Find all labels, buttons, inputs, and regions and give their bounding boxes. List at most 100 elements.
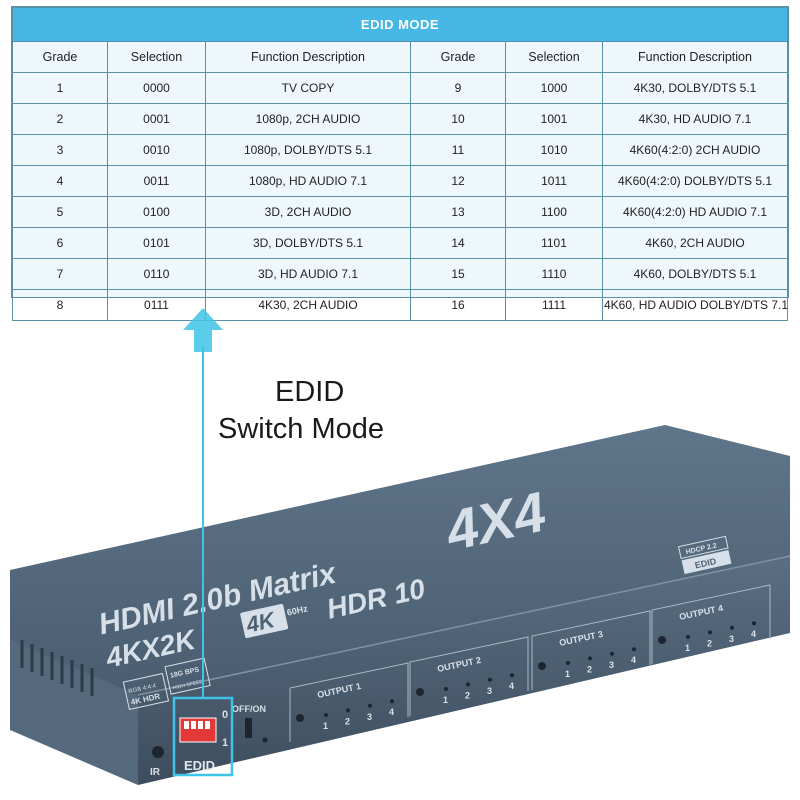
- input-number: 3: [609, 660, 614, 670]
- input-number: 3: [367, 712, 372, 722]
- table-cell: 3D, HD AUDIO 7.1: [205, 258, 411, 290]
- column-header: Function Description: [205, 41, 411, 73]
- table-cell: TV COPY: [205, 72, 411, 104]
- hdr-small-badge: [122, 672, 170, 711]
- table-cell: 7: [12, 258, 108, 290]
- caption-switch-mode: Switch Mode: [218, 413, 385, 445]
- table-cell: 0110: [107, 258, 206, 290]
- input-number: 1: [685, 643, 690, 653]
- table-cell: 0101: [107, 227, 206, 259]
- table-cell: 4K60, HD AUDIO DOLBY/DTS 7.1: [602, 289, 788, 321]
- column-header: Selection: [505, 41, 603, 73]
- output-select-button[interactable]: [658, 636, 666, 644]
- table-cell: 8: [12, 289, 108, 321]
- input-led-icon: [488, 677, 492, 682]
- input-number: 1: [323, 721, 328, 731]
- column-header: Grade: [12, 41, 108, 73]
- table-cell: 6: [12, 227, 108, 259]
- input-led-icon: [752, 621, 756, 626]
- input-led-icon: [730, 625, 734, 630]
- switch-one-label: 1: [222, 737, 228, 749]
- table-cell: 0100: [107, 196, 206, 228]
- input-led-icon: [346, 708, 350, 713]
- output-select-button[interactable]: [538, 662, 546, 670]
- table-title: EDID MODE: [12, 7, 788, 42]
- table-cell: 1080p, HD AUDIO 7.1: [205, 165, 411, 197]
- table-cell: 16: [410, 289, 506, 321]
- table-cell: 10: [410, 103, 506, 135]
- table-cell: 4K60, DOLBY/DTS 5.1: [602, 258, 788, 290]
- device-front-face: [138, 556, 790, 785]
- output-select-button[interactable]: [296, 714, 304, 722]
- table-cell: 0001: [107, 103, 206, 135]
- input-number: 4: [389, 707, 394, 717]
- input-led-icon: [610, 651, 614, 656]
- input-led-icon: [368, 703, 372, 708]
- input-led-icon: [324, 713, 328, 717]
- table-cell: 4K30, 2CH AUDIO: [205, 289, 411, 321]
- reset-hole: [262, 737, 268, 743]
- input-number: 4: [631, 655, 636, 665]
- edid-label: EDID: [184, 758, 215, 773]
- input-led-icon: [708, 630, 712, 635]
- ir-sensor-icon: [152, 746, 164, 758]
- 4k-badge: [240, 603, 289, 639]
- input-number: 4: [509, 681, 514, 691]
- input-number: 3: [729, 634, 734, 644]
- column-header: Grade: [410, 41, 506, 73]
- edid-logo-box: [681, 550, 732, 575]
- caption-edid: EDID: [275, 376, 345, 408]
- table-cell: 4K60, 2CH AUDIO: [602, 227, 788, 259]
- input-number: 1: [443, 695, 448, 705]
- input-number: 1: [565, 669, 570, 679]
- input-led-icon: [588, 656, 592, 661]
- input-number: 2: [465, 690, 470, 700]
- table-cell: 1010: [505, 134, 603, 166]
- table-cell: 4K60(4:2:0) 2CH AUDIO: [602, 134, 788, 166]
- vent-slots: [20, 640, 94, 696]
- table-cell: 3D, DOLBY/DTS 5.1: [205, 227, 411, 259]
- input-number: 4: [751, 629, 756, 639]
- device-top-face: [10, 425, 790, 700]
- 60hz-text: 60Hz: [286, 603, 309, 617]
- hdcp-badge: [677, 535, 729, 560]
- table-cell: 1101: [505, 227, 603, 259]
- table-cell: 15: [410, 258, 506, 290]
- device-left-face: [10, 640, 138, 785]
- input-number: 3: [487, 686, 492, 696]
- input-led-icon: [632, 647, 636, 652]
- output-select-button[interactable]: [416, 688, 424, 696]
- table-cell: 3: [12, 134, 108, 166]
- edid-logo-text: EDID: [694, 556, 718, 571]
- input-led-icon: [444, 687, 448, 691]
- speed-badge: [164, 657, 211, 695]
- input-number: 2: [345, 716, 350, 726]
- ir-label: IR: [150, 767, 161, 778]
- input-number: 2: [707, 638, 712, 648]
- power-toggle[interactable]: [245, 718, 252, 738]
- table-cell: 4K30, HD AUDIO 7.1: [602, 103, 788, 135]
- table-cell: 14: [410, 227, 506, 259]
- input-led-icon: [510, 673, 514, 678]
- input-led-icon: [566, 661, 570, 665]
- input-led-icon: [686, 635, 690, 639]
- off-on-label: OFF/ON: [232, 704, 266, 714]
- input-number: 2: [587, 664, 592, 674]
- table-cell: 1001: [505, 103, 603, 135]
- up-arrow-icon: [183, 308, 223, 352]
- table-cell: 9: [410, 72, 506, 104]
- table-cell: 3D, 2CH AUDIO: [205, 196, 411, 228]
- switch-zero-label: 0: [222, 709, 228, 721]
- table-cell: 1100: [505, 196, 603, 228]
- table-cell: 1000: [505, 72, 603, 104]
- table-cell: 1080p, DOLBY/DTS 5.1: [205, 134, 411, 166]
- input-led-icon: [390, 699, 394, 704]
- column-header: Function Description: [602, 41, 788, 73]
